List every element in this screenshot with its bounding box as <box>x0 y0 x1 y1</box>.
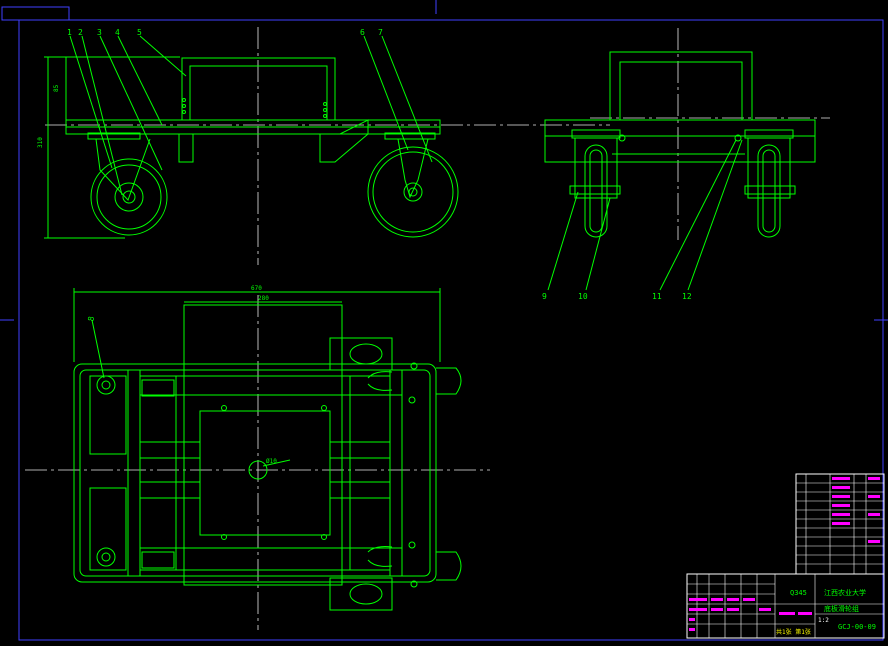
school-name: 江西农业大学 <box>824 588 866 597</box>
part-label-5: 5 <box>137 28 142 37</box>
side-view: 85 310 1 2 3 4 5 6 7 <box>37 27 610 265</box>
part-label-7: 7 <box>378 28 383 37</box>
part-label-11: 11 <box>652 292 662 301</box>
title-block: Q345 江西农业大学 底板滑轮组 GCJ-00-09 共1张 第1张 1:2 <box>686 573 885 639</box>
part-label-2: 2 <box>78 28 83 37</box>
sheet-info: 共1张 第1张 <box>776 628 811 636</box>
part-label-12: 12 <box>682 292 692 301</box>
drawing-number: GCJ-00-09 <box>838 623 876 631</box>
end-view: 9 10 11 12 <box>542 28 830 301</box>
part-label-4: 4 <box>115 28 120 37</box>
scale-value: 1:2 <box>818 617 829 624</box>
dim-total-height: 310 <box>37 137 44 148</box>
part-label-8: 8 <box>87 316 97 322</box>
plan-view: 670 280 Ø10 8 <box>25 285 490 630</box>
drawing-name: 底板滑轮组 <box>824 604 859 613</box>
part-label-9: 9 <box>542 292 547 301</box>
dim-plan-width-total: 670 <box>251 285 262 292</box>
parts-list <box>795 473 885 575</box>
part-label-10: 10 <box>578 292 588 301</box>
part-label-3: 3 <box>97 28 102 37</box>
part-label-6: 6 <box>360 28 365 37</box>
part-label-1: 1 <box>67 28 72 37</box>
dim-hole: Ø10 <box>266 458 277 465</box>
material-label: Q345 <box>790 589 807 597</box>
dim-plan-width-inner: 280 <box>258 295 269 302</box>
dim-upper-height: 85 <box>53 84 60 92</box>
